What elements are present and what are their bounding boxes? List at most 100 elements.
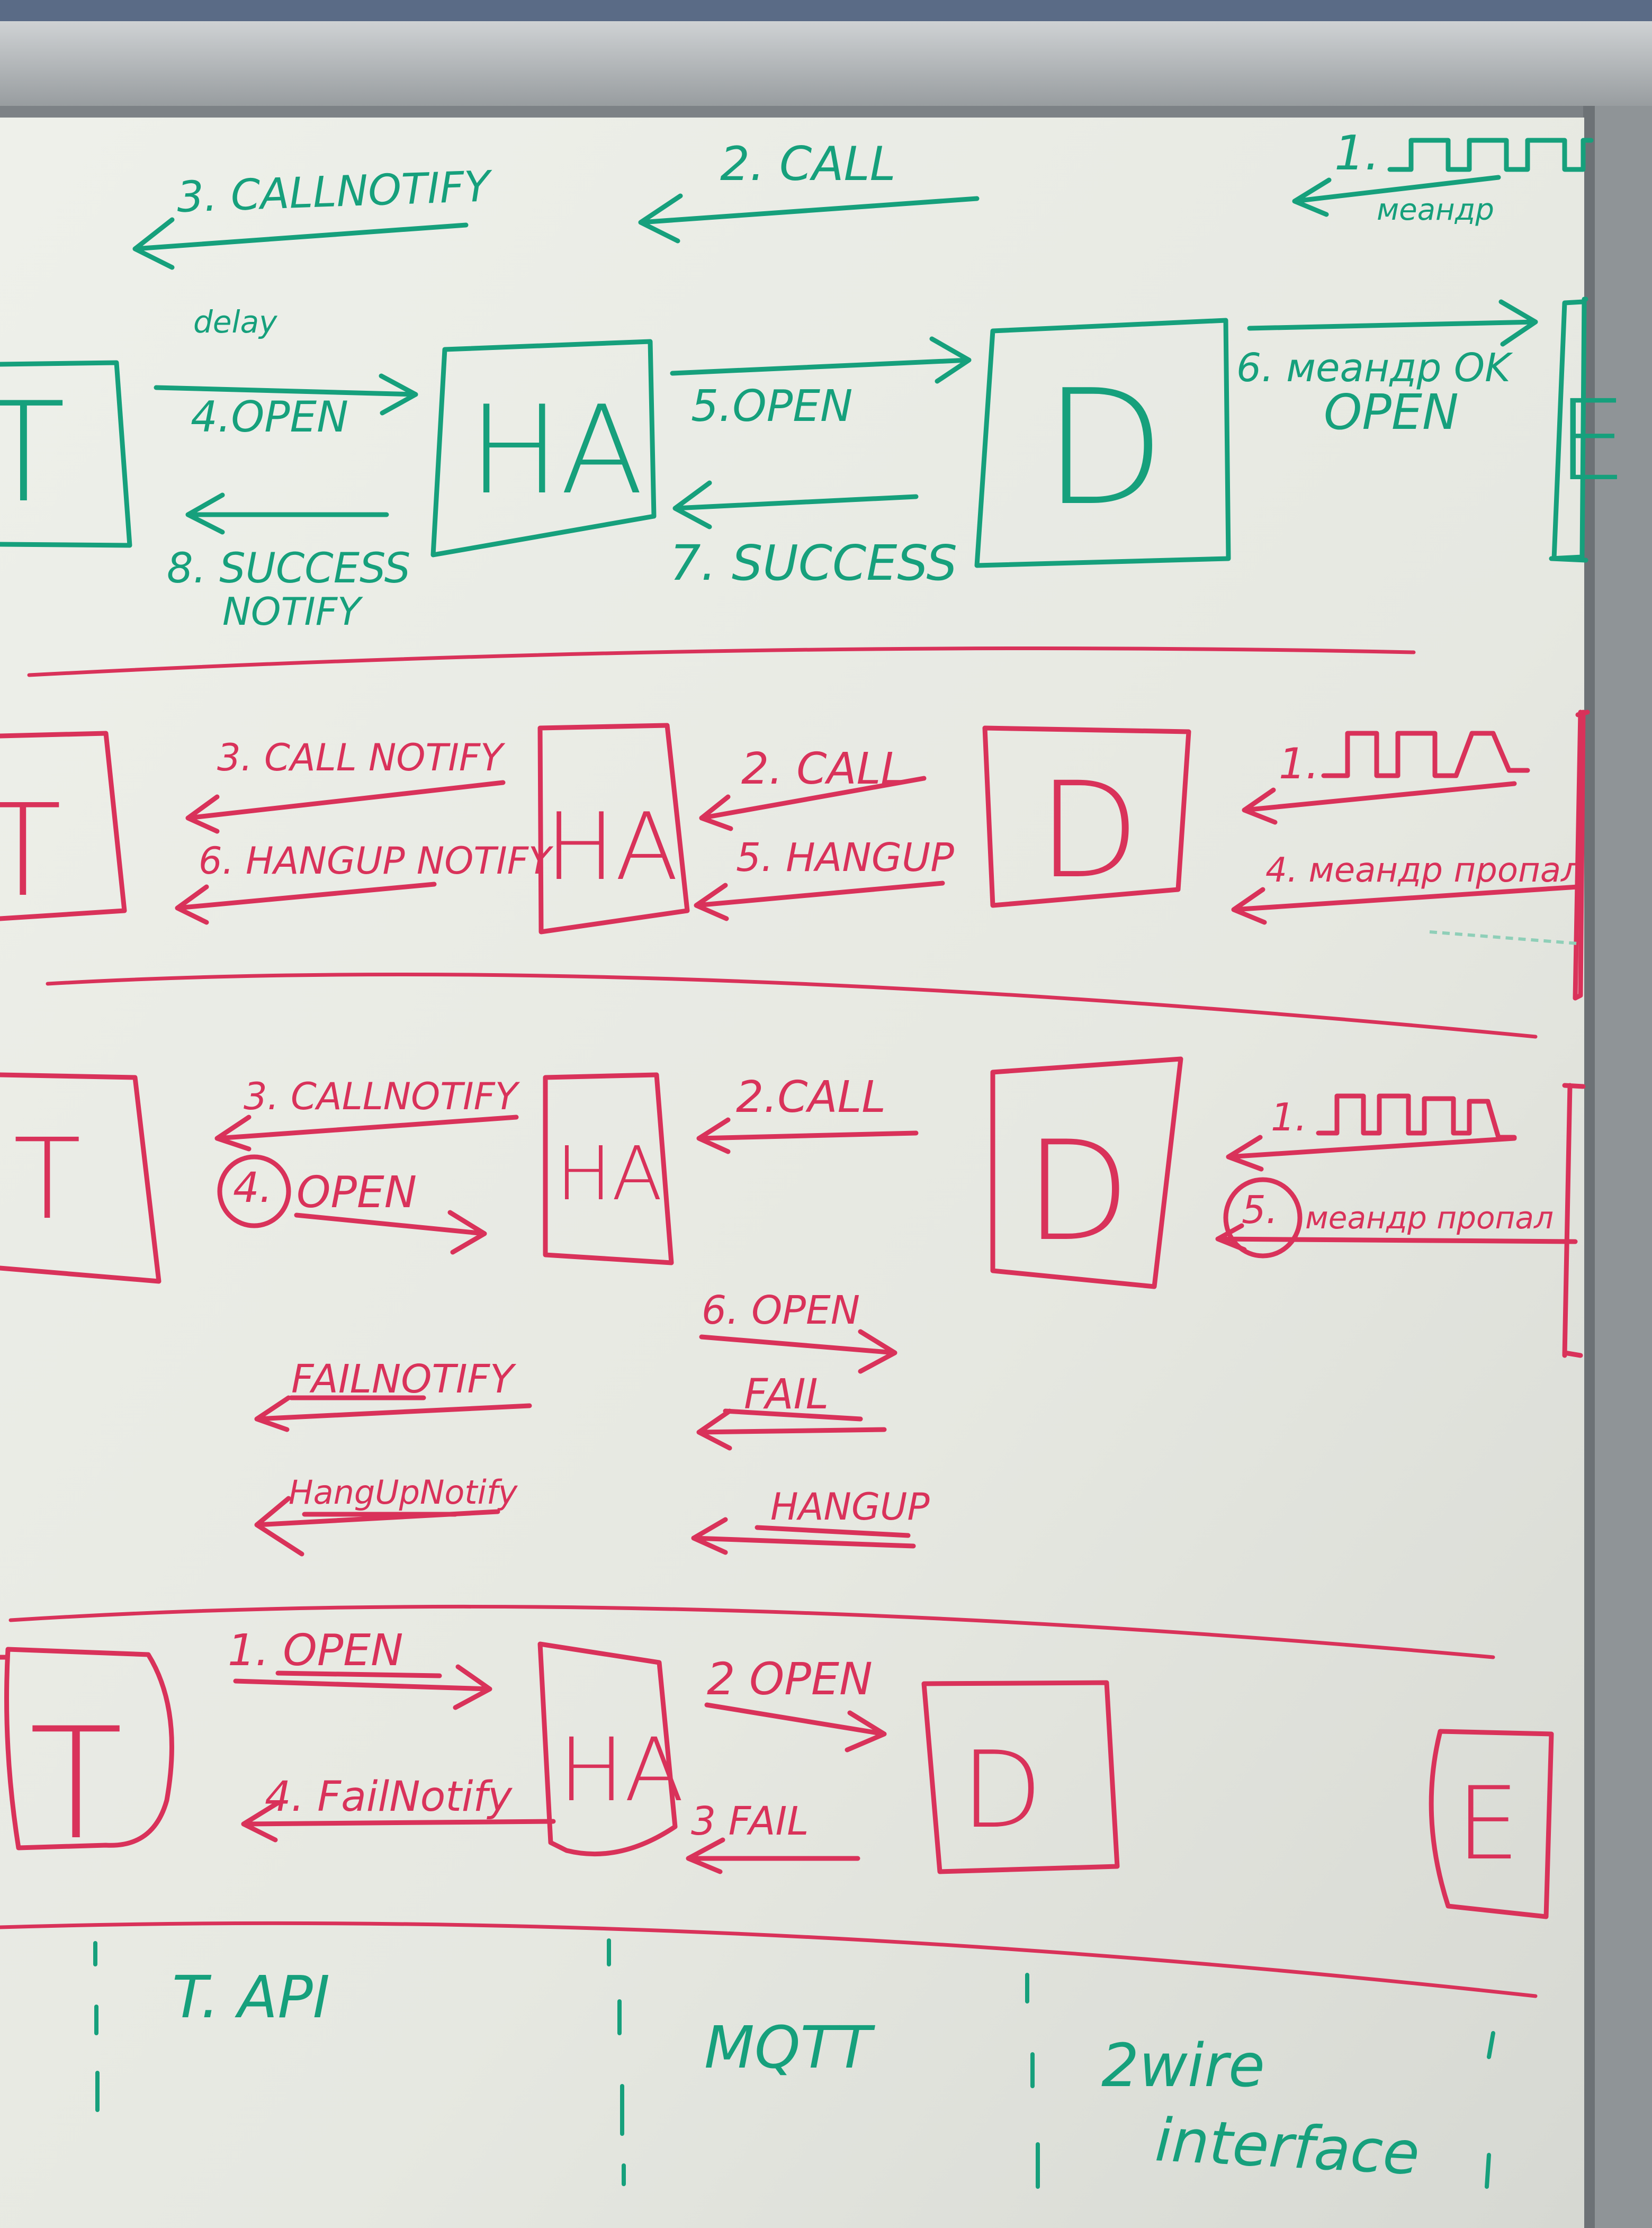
row2-arrow-meander-lost bbox=[1231, 884, 1581, 925]
row2-label-meander-lost: 4. меандр пропал bbox=[1265, 851, 1583, 890]
row1-label-success-notify-1: 8. SUCCESS bbox=[167, 545, 410, 592]
row4-open1-underline bbox=[275, 1670, 442, 1678]
divider-1 bbox=[27, 646, 1416, 677]
row3-box-t bbox=[0, 1072, 161, 1284]
row4-arrow-open2 bbox=[704, 1702, 887, 1753]
row4-box-e-label: E bbox=[1456, 1765, 1520, 1882]
row1-labels: 3. CALLNOTIFY 2. CALL 1. меандр delay 4.… bbox=[167, 125, 1513, 634]
footer-divider-3 bbox=[1025, 1973, 1040, 2189]
row3-label-meander-lost-num: 5. bbox=[1242, 1188, 1278, 1232]
row4-arrow-open1 bbox=[233, 1664, 492, 1710]
row4-box-ha-label: HA bbox=[559, 1719, 684, 1821]
row3-arrow-fail bbox=[696, 1408, 887, 1451]
row1-arrow-success-notify bbox=[185, 492, 389, 535]
row3-arrow-fail-notify bbox=[254, 1395, 532, 1432]
row4-label-open2: 2 OPEN bbox=[707, 1653, 873, 1705]
row2-box-e-left bbox=[1573, 709, 1583, 1001]
row3-circle-open bbox=[217, 1154, 291, 1228]
board-top-rail-shadow bbox=[0, 106, 1652, 118]
row1-arrow-call-notify bbox=[132, 217, 469, 270]
row1-box-t bbox=[0, 360, 132, 548]
row3-box-e bbox=[1562, 1083, 1586, 1358]
row1-label-success-notify-2: NOTIFY bbox=[222, 589, 363, 634]
row3-box-d-label: D bbox=[1025, 1112, 1130, 1272]
row1-box-e bbox=[1549, 297, 1588, 563]
row1-box-d-label: D bbox=[1043, 356, 1165, 541]
row4-label-fail3: 3 FAIL bbox=[691, 1799, 809, 1844]
row3-fail-underline bbox=[723, 1408, 863, 1422]
row2-arrow-hangup bbox=[694, 881, 945, 921]
row4-label-open1: 1. OPEN bbox=[228, 1625, 403, 1676]
whiteboard-surface bbox=[0, 118, 1584, 2228]
row1-label-open-ha: 5.OPEN bbox=[691, 381, 852, 432]
row2-box-d bbox=[982, 725, 1191, 908]
footer-api-label: T. API bbox=[172, 1963, 330, 2031]
row3-fail-flow bbox=[0, 1056, 1586, 1557]
row1-box-d bbox=[974, 318, 1231, 568]
row2-box-ha-label: HA bbox=[545, 794, 678, 901]
footer-divider-2 bbox=[607, 1938, 626, 2186]
row1-box-letters: T HA D E bbox=[0, 356, 1627, 541]
footer-dividers bbox=[93, 1938, 1495, 2189]
footer-divider-1 bbox=[93, 1941, 100, 2112]
row2-label-hangup-notify: 6. HANGUP NOTIFY bbox=[199, 839, 554, 883]
row2-box-t bbox=[0, 731, 127, 921]
row3-box-ha-label: HA bbox=[556, 1131, 662, 1217]
row3-arrow-open6 bbox=[699, 1329, 897, 1374]
row1-arrow-meander-ok bbox=[1247, 299, 1538, 347]
row1-box-ha-label: HA bbox=[469, 380, 643, 522]
row2-labels: 3. CALL NOTIFY 6. HANGUP NOTIFY 2. CALL … bbox=[199, 736, 1583, 890]
row3-labels: 3. CALLNOTIFY 4. OPEN 2.CALL 1. 5. меанд… bbox=[233, 1072, 1554, 1529]
divider-3 bbox=[8, 1604, 1495, 1659]
row3-hangup-underline bbox=[755, 1525, 911, 1538]
row2-box-ha bbox=[537, 723, 690, 935]
row3-label-open: OPEN bbox=[297, 1167, 417, 1218]
row1-arrow-call bbox=[638, 193, 980, 244]
row3-label-meander-lost: меандр пропал bbox=[1305, 1200, 1554, 1236]
row1-box-t-label: T bbox=[0, 373, 66, 533]
row3-label-hangup: HANGUP bbox=[770, 1485, 930, 1529]
row2-box-letters: T HA D bbox=[0, 753, 1140, 925]
row3-box-d bbox=[990, 1056, 1183, 1289]
row1-meander-wave bbox=[1387, 138, 1594, 172]
row1-label-success: 7. SUCCESS bbox=[670, 535, 957, 591]
divider-4 bbox=[0, 1921, 1538, 1998]
row4-arrow-fail-notify bbox=[241, 1800, 556, 1843]
footer-mqtt-label: MQTT bbox=[704, 2014, 876, 2081]
row2-arrow-hangup-notify bbox=[175, 882, 437, 925]
row1-label-meander: меандр bbox=[1377, 193, 1494, 227]
divider-2 bbox=[46, 972, 1538, 1039]
row4-fail-flow bbox=[0, 1641, 1554, 1919]
row3-label-fail-notify: FAILNOTIFY bbox=[291, 1356, 517, 1402]
row3-arrow-call bbox=[696, 1117, 919, 1154]
row4-box-ha bbox=[537, 1641, 678, 1857]
row2-arrow-call-notify bbox=[185, 780, 506, 834]
row1-arrow-open-ha-d bbox=[670, 336, 972, 384]
row2-label-call: 2. CALL bbox=[741, 744, 905, 794]
row4-box-d bbox=[921, 1680, 1120, 1874]
row2-label-hangup: 5. HANGUP bbox=[736, 835, 954, 881]
row1-arrow-meander bbox=[1292, 175, 1501, 217]
row2-box-d-label: D bbox=[1038, 753, 1140, 908]
row1-box-e-left bbox=[1551, 299, 1586, 561]
row2-arrow-call bbox=[699, 776, 927, 831]
row1-label-open-e: OPEN bbox=[1324, 384, 1459, 441]
row3-meander-wave bbox=[1316, 1093, 1517, 1140]
row2-box-t-label: T bbox=[0, 777, 62, 925]
row1-box-ha bbox=[430, 339, 657, 558]
row3-label-open6: 6. OPEN bbox=[702, 1288, 860, 1333]
row3-label-call: 2.CALL bbox=[736, 1072, 886, 1122]
board-top-rail bbox=[0, 21, 1652, 122]
row2-meander-wave bbox=[1321, 731, 1530, 778]
row3-circle-meander-lost bbox=[1223, 1177, 1303, 1259]
row3-label-open-num: 4. bbox=[233, 1164, 272, 1212]
row2-hangup-flow bbox=[0, 709, 1590, 1001]
row3-arrow-meander bbox=[1226, 1135, 1517, 1172]
row3-label-meander-num: 1. bbox=[1271, 1095, 1307, 1139]
board-right-rail bbox=[1588, 106, 1652, 2228]
row3-arrow-meander-lost bbox=[1215, 1223, 1578, 1252]
row1-label-delay: delay bbox=[193, 304, 277, 340]
row1-label-meander-num: 1. bbox=[1334, 125, 1380, 181]
row1-success-flow bbox=[0, 138, 1594, 568]
